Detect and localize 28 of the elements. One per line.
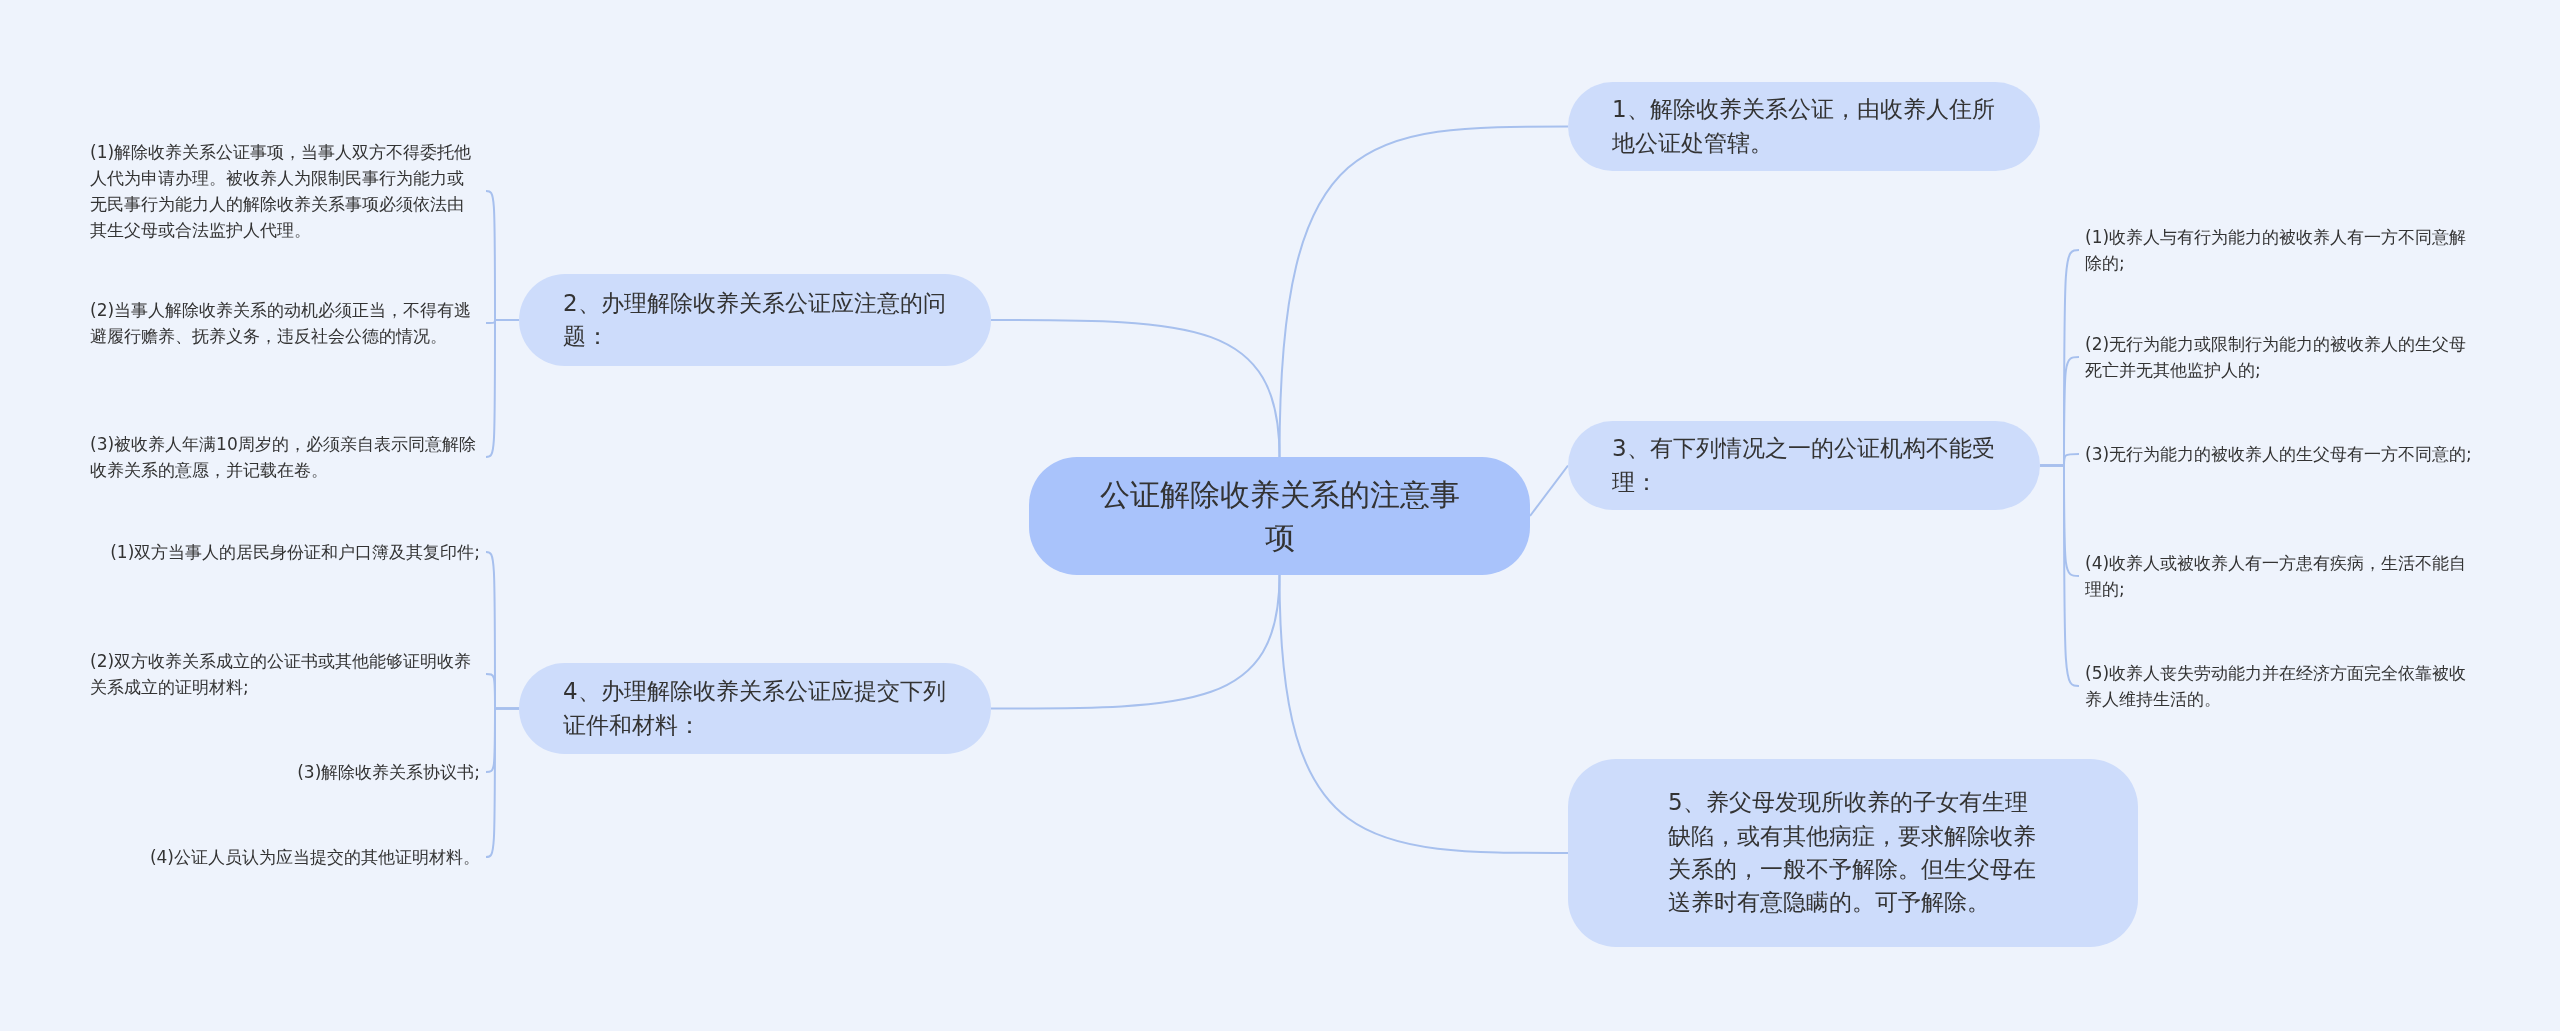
connector-line — [990, 574, 1281, 710]
item-text: (3)无行为能力的被收养人的生父母有一方不同意的; — [2085, 441, 2472, 467]
connector-line — [485, 707, 520, 858]
connector-line — [2039, 464, 2080, 687]
topic-text: 2、办理解除收养关系公证应注意的问题： — [563, 288, 947, 351]
item-text: (2)当事人解除收养关系的动机必须正当，不得有逃避履行赡养、抚养义务，违反社会公德的情况。 — [90, 297, 480, 349]
connector-line — [1529, 464, 1569, 517]
item-text: (3)被收养人年满10周岁的，必须亲自表示同意解除收养关系的意愿，并记载在卷。 — [90, 431, 480, 483]
topic-text: 公证解除收养关系的注意事项 — [1098, 475, 1461, 557]
item-text: (4)收养人或被收养人有一方患有疾病，生活不能自理的; — [2085, 550, 2475, 602]
connector-line — [1278, 125, 1569, 458]
item-text: (2)无行为能力或限制行为能力的被收养人的生父母死亡并无其他监护人的; — [2085, 331, 2475, 383]
topic-pill — [1568, 759, 2138, 947]
connector-line — [485, 319, 520, 458]
item-text: (5)收养人丧失劳动能力并在经济方面完全依靠被收养人维持生活的。 — [2085, 660, 2475, 712]
topic-text: 3、有下列情况之一的公证机构不能受理： — [1612, 434, 1996, 497]
topic-text: 1、解除收养关系公证，由收养人住所地公证处管辖。 — [1612, 95, 1996, 158]
item-text: (3)解除收养关系协议书; — [297, 759, 480, 785]
item-text: (2)双方收养关系成立的公证书或其他能够证明收养关系成立的证明材料; — [90, 648, 480, 700]
central-topic — [1029, 457, 1530, 575]
topic-text: 4、办理解除收养关系公证应提交下列证件和材料： — [563, 677, 947, 740]
item-text: (4)公证人员认为应当提交的其他证明材料。 — [149, 844, 480, 870]
item-text: (1)解除收养关系公证事项，当事人双方不得委托他人代为申请办理。被收养人为限制民事行为能力或无民事行为能力人的解除收养关系事项必须依法由其生父母或合法监护人代理。 — [90, 139, 480, 243]
item-text: (1)收养人与有行为能力的被收养人有一方不同意解除的; — [2085, 224, 2475, 276]
connector-line — [1278, 574, 1569, 854]
connector-line — [990, 319, 1281, 458]
item-text: (1)双方当事人的居民身份证和户口簿及其复印件; — [110, 539, 480, 565]
topic-text: 5、养父母发现所收养的子女有生理缺陷，或有其他病症，要求解除收养关系的，一般不予解除。但生父母在送养时有意隐瞒的。可予解除。 — [1668, 788, 2037, 918]
